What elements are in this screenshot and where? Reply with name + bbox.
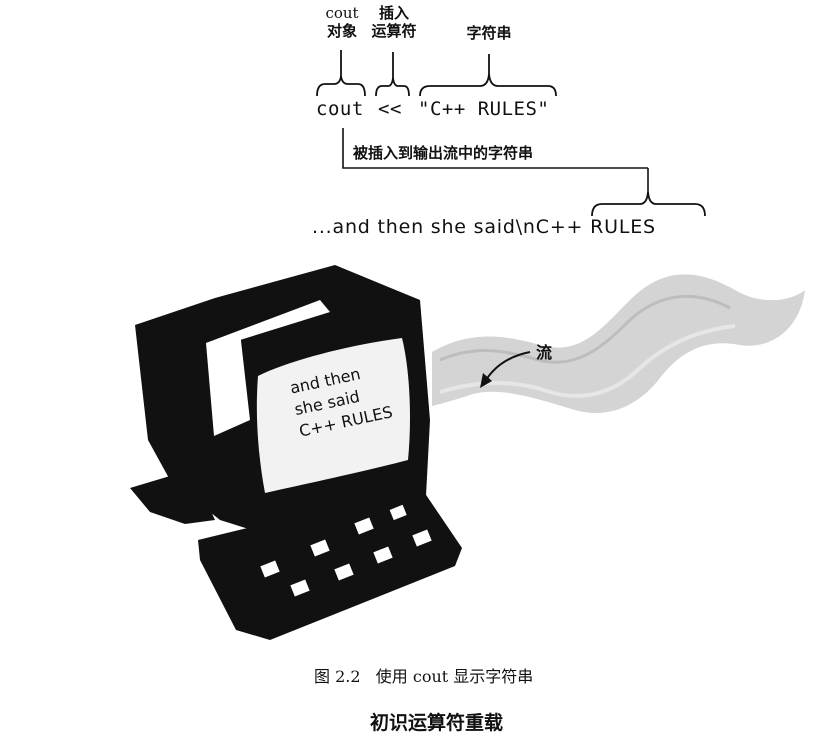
monitor-bezel-highlight (206, 332, 250, 436)
inserted-string-label: 被插入到输出流中的字符串 (353, 144, 534, 162)
stream-arrow (485, 351, 531, 381)
cout-object-label: cout 对象 (314, 4, 370, 40)
keyboard (198, 486, 462, 640)
cout-object-label-line2: 对象 (326, 22, 357, 40)
key (354, 517, 374, 535)
computer-illustration (130, 265, 462, 640)
key (389, 504, 407, 521)
key (373, 546, 393, 564)
string-label: 字符串 (466, 24, 512, 42)
key (334, 563, 354, 581)
key (412, 529, 432, 547)
cout-object-label-line1: cout (325, 4, 359, 22)
monitor-stand (130, 476, 215, 524)
output-line: ...and then she said\nC++ RULES (312, 216, 656, 238)
code-string-literal: "C++ RULES" (418, 98, 550, 120)
monitor-screen (256, 338, 410, 493)
figure-caption: 图 2.2 使用 cout 显示字符串 (314, 667, 534, 686)
stream-arrow-head (480, 373, 492, 388)
insertion-operator-label-line2: 运算符 (371, 22, 417, 40)
key (310, 539, 330, 557)
code-insertion-operator: << (378, 98, 402, 120)
code-cout: cout (316, 98, 364, 120)
stream-label: 流 (536, 343, 553, 362)
key (290, 579, 310, 597)
insertion-operator-label: 插入 运算符 (364, 4, 424, 40)
stream-shape (432, 274, 805, 414)
section-heading: 初识运算符重载 (370, 712, 504, 734)
insertion-operator-label-line1: 插入 (378, 4, 409, 22)
connector-line (342, 128, 648, 169)
key (260, 560, 280, 578)
